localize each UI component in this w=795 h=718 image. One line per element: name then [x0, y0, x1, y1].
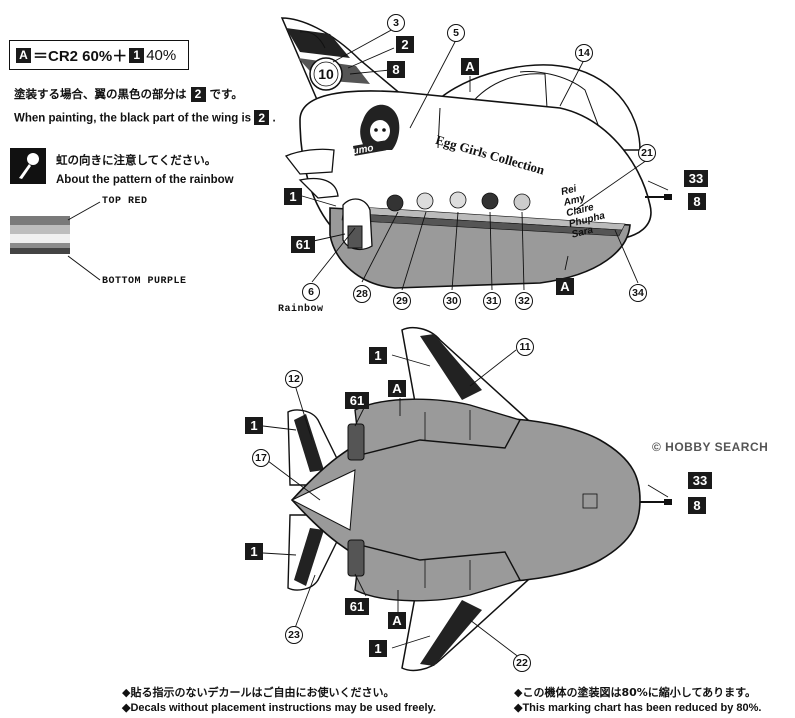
callout-28: 28 — [353, 285, 371, 303]
paint-note-en: When painting, the black part of the win… — [14, 110, 276, 125]
rainbow-note-en: About the pattern of the rainbow — [56, 174, 234, 186]
rainbow-band — [10, 234, 70, 243]
callout-12: 12 — [285, 370, 303, 388]
color-box-2: 2 — [396, 36, 414, 53]
color-box-1: 1 — [369, 640, 387, 657]
color-box-a: A — [461, 58, 479, 75]
color-box-1: 1 — [245, 417, 263, 434]
color-box-8: 8 — [688, 497, 706, 514]
paint-note-jp: 塗装する場合、翼の黒色の部分は 2 です。 — [14, 86, 243, 102]
formula-text-a: ＝CR2 60%＋ — [33, 47, 128, 65]
callout-23: 23 — [285, 626, 303, 644]
color-box-61: 61 — [291, 236, 315, 253]
callout-29: 29 — [393, 292, 411, 310]
paint-box-en: 2 — [254, 110, 270, 125]
rainbow-top-label: TOP RED — [102, 196, 148, 207]
callout-21: 21 — [638, 144, 656, 162]
callout-3: 3 — [387, 14, 405, 32]
callout-22: 22 — [513, 654, 531, 672]
color-box-a: A — [556, 278, 574, 295]
callout-30: 30 — [443, 292, 461, 310]
footer-note-en-left: ◆Decals without placement instructions m… — [122, 702, 436, 714]
callout-5: 5 — [447, 24, 465, 42]
watermark: © HOBBY SEARCH — [652, 440, 769, 454]
rainbow-label: Rainbow — [278, 304, 324, 315]
tail-number: 10 — [318, 66, 334, 82]
rainbow-band — [10, 243, 70, 248]
callout-31: 31 — [483, 292, 501, 310]
rainbow-leaders — [67, 201, 101, 281]
rainbow-band — [10, 225, 70, 234]
rainbow-band — [10, 248, 70, 254]
footer-note-jp-left: ◆貼る指示のないデカールはご自由にお使いください。 — [122, 686, 395, 699]
footer-note-en-right: ◆This marking chart has been reduced by … — [514, 702, 762, 714]
callout-6: 6 — [302, 283, 320, 301]
callout-32: 32 — [515, 292, 533, 310]
rainbow-bottom-label: BOTTOM PURPLE — [102, 276, 187, 287]
color-box-a: A — [16, 47, 31, 63]
color-box-33: 33 — [688, 472, 712, 489]
color-box-1: 1 — [129, 47, 145, 63]
footer-note-jp-right: ◆この機体の塗装図は80%に縮小してあります。 — [514, 686, 757, 699]
color-box-1: 1 — [369, 347, 387, 364]
callout-17: 17 — [252, 449, 270, 467]
color-box-a: A — [388, 612, 406, 629]
callout-14: 14 — [575, 44, 593, 62]
callout-11: 11 — [516, 338, 534, 356]
rainbow-swatch — [10, 216, 70, 254]
color-box-8: 8 — [387, 61, 405, 78]
callout-34: 34 — [629, 284, 647, 302]
color-box-61: 61 — [345, 598, 369, 615]
rainbow-band — [10, 216, 70, 225]
color-box-a: A — [388, 380, 406, 397]
color-box-33: 33 — [684, 170, 708, 187]
color-formula: A ＝CR2 60%＋ 1 40% — [9, 40, 189, 70]
color-box-1: 1 — [284, 188, 302, 205]
paint-box-jp: 2 — [190, 86, 206, 102]
color-box-61: 61 — [345, 392, 369, 409]
formula-text-1: 40% — [146, 46, 177, 64]
rainbow-note-jp: 虹の向きに注意してください。 — [56, 153, 217, 167]
color-box-1: 1 — [245, 543, 263, 560]
caution-icon — [10, 148, 46, 184]
color-box-8: 8 — [688, 193, 706, 210]
